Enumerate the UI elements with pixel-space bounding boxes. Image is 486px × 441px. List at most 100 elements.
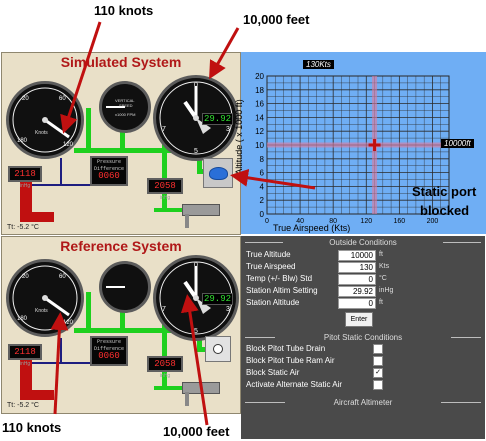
pitot-line-v1 bbox=[86, 108, 91, 152]
true-altitude-input[interactable]: 10000 bbox=[338, 250, 376, 261]
x-tick-label: 160 bbox=[394, 218, 406, 225]
y-tick-label: 4 bbox=[260, 182, 265, 191]
check-label: Activate Alternate Static Air bbox=[246, 380, 343, 389]
vertical-speed-indicator: VERTICAL SPEED x1000 FPM bbox=[99, 81, 151, 133]
pressure-label: Pressure bbox=[96, 159, 121, 165]
red-block bbox=[20, 174, 32, 222]
alt-needle-short bbox=[183, 100, 198, 120]
red-block bbox=[20, 352, 32, 400]
block-static-air-checkbox[interactable]: ✓ bbox=[373, 368, 383, 378]
enter-button[interactable]: Enter bbox=[345, 312, 373, 327]
temp-input[interactable]: 0 bbox=[338, 274, 376, 285]
vsi-face bbox=[106, 106, 125, 108]
lcd-left-unit: inHg bbox=[19, 183, 31, 189]
altim-setting-input[interactable]: 29.92 bbox=[338, 286, 376, 297]
true-airspeed-input[interactable]: 130 bbox=[338, 262, 376, 273]
block-ram-air-checkbox[interactable] bbox=[373, 356, 383, 366]
y-tick-label: 20 bbox=[255, 72, 264, 81]
conditions-panel: Outside Conditions True Altitude 10000 f… bbox=[241, 236, 485, 439]
x-tick-label: 0 bbox=[265, 218, 269, 225]
alt-tick: 0 bbox=[194, 82, 198, 89]
unit: ft bbox=[379, 251, 383, 258]
condition-row: True Airspeed bbox=[246, 262, 296, 271]
asi-tick: 180 bbox=[17, 138, 28, 144]
x-readout: 130Kts bbox=[303, 60, 334, 69]
condition-row: Temp (+/- Blw) Std bbox=[246, 274, 312, 283]
alt-tick: 7 bbox=[162, 306, 166, 313]
static-port-icon bbox=[213, 344, 223, 354]
annotation-bottom-feet: 10,000 feet bbox=[163, 424, 230, 439]
asi-tick: 60 bbox=[59, 96, 66, 102]
static-port-box[interactable] bbox=[203, 158, 233, 188]
y-tick-label: 16 bbox=[255, 100, 264, 109]
pitot-line-v1 bbox=[86, 292, 91, 332]
annotation-static-port-2: blocked bbox=[420, 203, 470, 218]
outside-header-text: Outside Conditions bbox=[329, 238, 397, 247]
condition-row: Station Altitude bbox=[246, 298, 299, 307]
alternate-static-checkbox[interactable] bbox=[373, 380, 383, 390]
condition-row: True Altitude bbox=[246, 250, 291, 259]
y-tick-label: 14 bbox=[255, 113, 264, 122]
check-row: Activate Alternate Static Air bbox=[246, 380, 342, 389]
pressure-value: 0060 bbox=[98, 171, 120, 181]
y-tick-label: 8 bbox=[260, 155, 265, 164]
pitot-line bbox=[74, 148, 202, 153]
y-tick-label: 18 bbox=[255, 86, 264, 95]
vertical-speed-indicator bbox=[99, 261, 151, 313]
x-tick-label: 80 bbox=[329, 218, 337, 225]
y-readout: 10000ft bbox=[441, 139, 474, 148]
vsi-label: VERTICAL bbox=[115, 98, 135, 103]
annotation-top-knots: 110 knots bbox=[94, 3, 154, 18]
alt-tick: 5 bbox=[194, 328, 198, 335]
vsi-label: SPEED bbox=[119, 103, 133, 108]
check-label: Block Pitot Tube Ram Air bbox=[246, 356, 335, 365]
pitot-tube-line bbox=[154, 208, 184, 212]
pitot-header-text: Pitot Static Conditions bbox=[323, 333, 403, 342]
pitot-tube-line bbox=[154, 386, 184, 390]
pitot-drain bbox=[185, 392, 189, 406]
check-row: Block Pitot Tube Drain bbox=[246, 344, 325, 353]
asi-unit: Knots bbox=[35, 130, 48, 136]
block-drain-checkbox[interactable] bbox=[373, 344, 383, 354]
pressure-diff-lcd: Pressure Difference 0060 bbox=[90, 156, 128, 186]
check-label: Block Pitot Tube Drain bbox=[246, 344, 326, 353]
kollsman-window: 29.92 bbox=[202, 293, 234, 305]
lcd-right: 2058 bbox=[147, 178, 183, 194]
row-label: True Airspeed bbox=[246, 262, 296, 271]
simulated-title: Simulated System bbox=[60, 54, 182, 70]
x-tick-label: 200 bbox=[427, 218, 439, 225]
lcd-left: 2118 bbox=[8, 166, 42, 182]
pitot-tube bbox=[182, 204, 220, 216]
alt-tick: 0 bbox=[194, 262, 198, 269]
static-port-box[interactable] bbox=[205, 336, 231, 362]
pressure-diff-lcd: Pressure Difference 0060 bbox=[90, 336, 128, 366]
pressure-value: 0060 bbox=[98, 351, 120, 361]
vsi-label: x1000 FPM bbox=[115, 112, 136, 117]
x-axis-label: True Airspeed (Kts) bbox=[273, 223, 351, 233]
pitot-line-v2 bbox=[120, 129, 125, 152]
arrow-top-knots bbox=[60, 21, 102, 134]
station-altitude-input[interactable]: 0 bbox=[338, 298, 376, 309]
row-label: True Altitude bbox=[246, 250, 291, 259]
check-row: Block Pitot Tube Ram Air bbox=[246, 356, 334, 365]
arrow-static-port bbox=[230, 168, 316, 190]
annotation-static-port: Static port bbox=[412, 184, 477, 199]
asi-tick: 20 bbox=[22, 96, 29, 102]
aircraft-header-text: Aircraft Altimeter bbox=[333, 398, 393, 407]
pitot-drain bbox=[185, 214, 189, 228]
check-row: Block Static Air bbox=[246, 368, 299, 377]
alt-tick: 5 bbox=[194, 148, 198, 155]
pressure-label2: Difference bbox=[93, 346, 124, 352]
arrow-bottom-feet bbox=[180, 294, 209, 426]
pitot-static-header: Pitot Static Conditions bbox=[241, 333, 485, 342]
unit: ft bbox=[379, 299, 383, 306]
alt-tick: 3 bbox=[226, 126, 230, 133]
pressure-label2: Difference bbox=[93, 166, 124, 172]
lcd-right-unit: inHg bbox=[159, 195, 171, 201]
asi-tick: 120 bbox=[63, 142, 74, 148]
kollsman-window: 29.92 bbox=[202, 113, 234, 125]
y-tick-label: 12 bbox=[255, 127, 264, 136]
y-tick-label: 6 bbox=[260, 169, 265, 178]
asi-tick: 180 bbox=[17, 316, 28, 322]
